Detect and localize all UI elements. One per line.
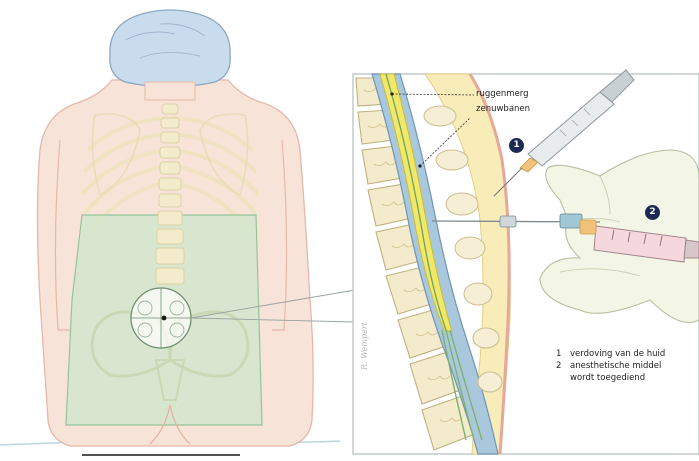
detail-panel <box>353 70 699 454</box>
hair-cap <box>110 10 230 87</box>
spinal-cord-label: ruggenmerg <box>476 90 529 99</box>
artist-signature: R. Wempert <box>360 322 369 370</box>
nerve-roots-label: zenuwbanen <box>476 105 530 114</box>
marker-2-badge: 2 <box>645 205 660 220</box>
marker-1-badge: 1 <box>509 138 524 153</box>
injection-point <box>162 316 167 321</box>
injection-site-circle <box>131 288 191 348</box>
legend-row-3: wordt toegediend <box>556 372 665 384</box>
back-view-figure <box>0 10 340 446</box>
neck <box>145 82 195 100</box>
